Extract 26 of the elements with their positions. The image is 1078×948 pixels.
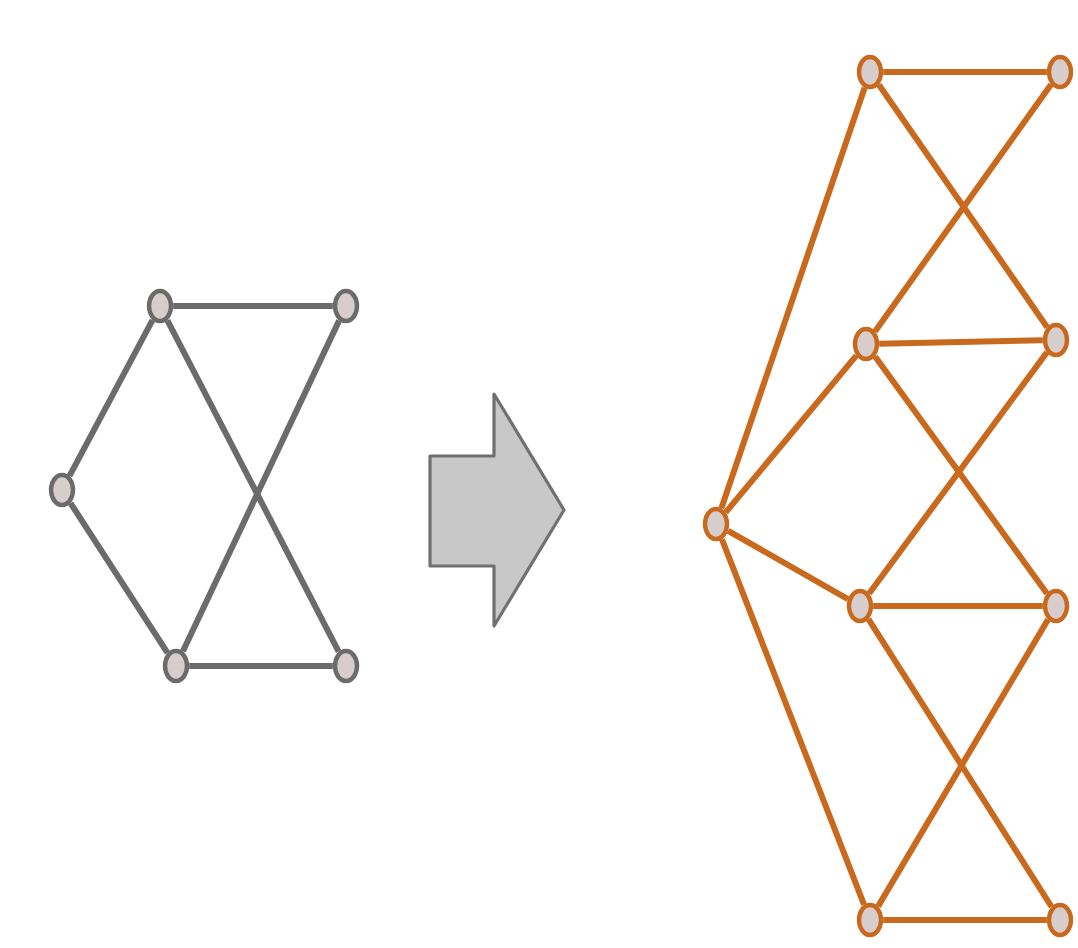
connector-line [873,603,1043,609]
connector-line [723,353,859,515]
graph-node [332,648,360,684]
connector-line [173,303,333,309]
connector-line [718,86,868,510]
graph-node [1042,322,1070,358]
graph-node [702,506,730,542]
graph-node [856,54,884,90]
graph-node [146,288,174,324]
connector-line [189,663,333,669]
connector-line [883,69,1047,75]
connector-line [879,337,1043,347]
graph-node [1042,588,1070,624]
connector-line [66,318,156,478]
graph-node [852,326,880,362]
graph-node [48,472,76,508]
connector-line [883,917,1047,923]
graph-node [1046,54,1074,90]
connector-line [726,528,850,602]
graph-node [162,648,190,684]
graph-node [332,288,360,324]
connector-line [68,501,170,655]
graph-node [856,902,884,938]
graph-node [1046,902,1074,938]
connector-line [719,538,867,906]
graph-node [846,588,874,624]
